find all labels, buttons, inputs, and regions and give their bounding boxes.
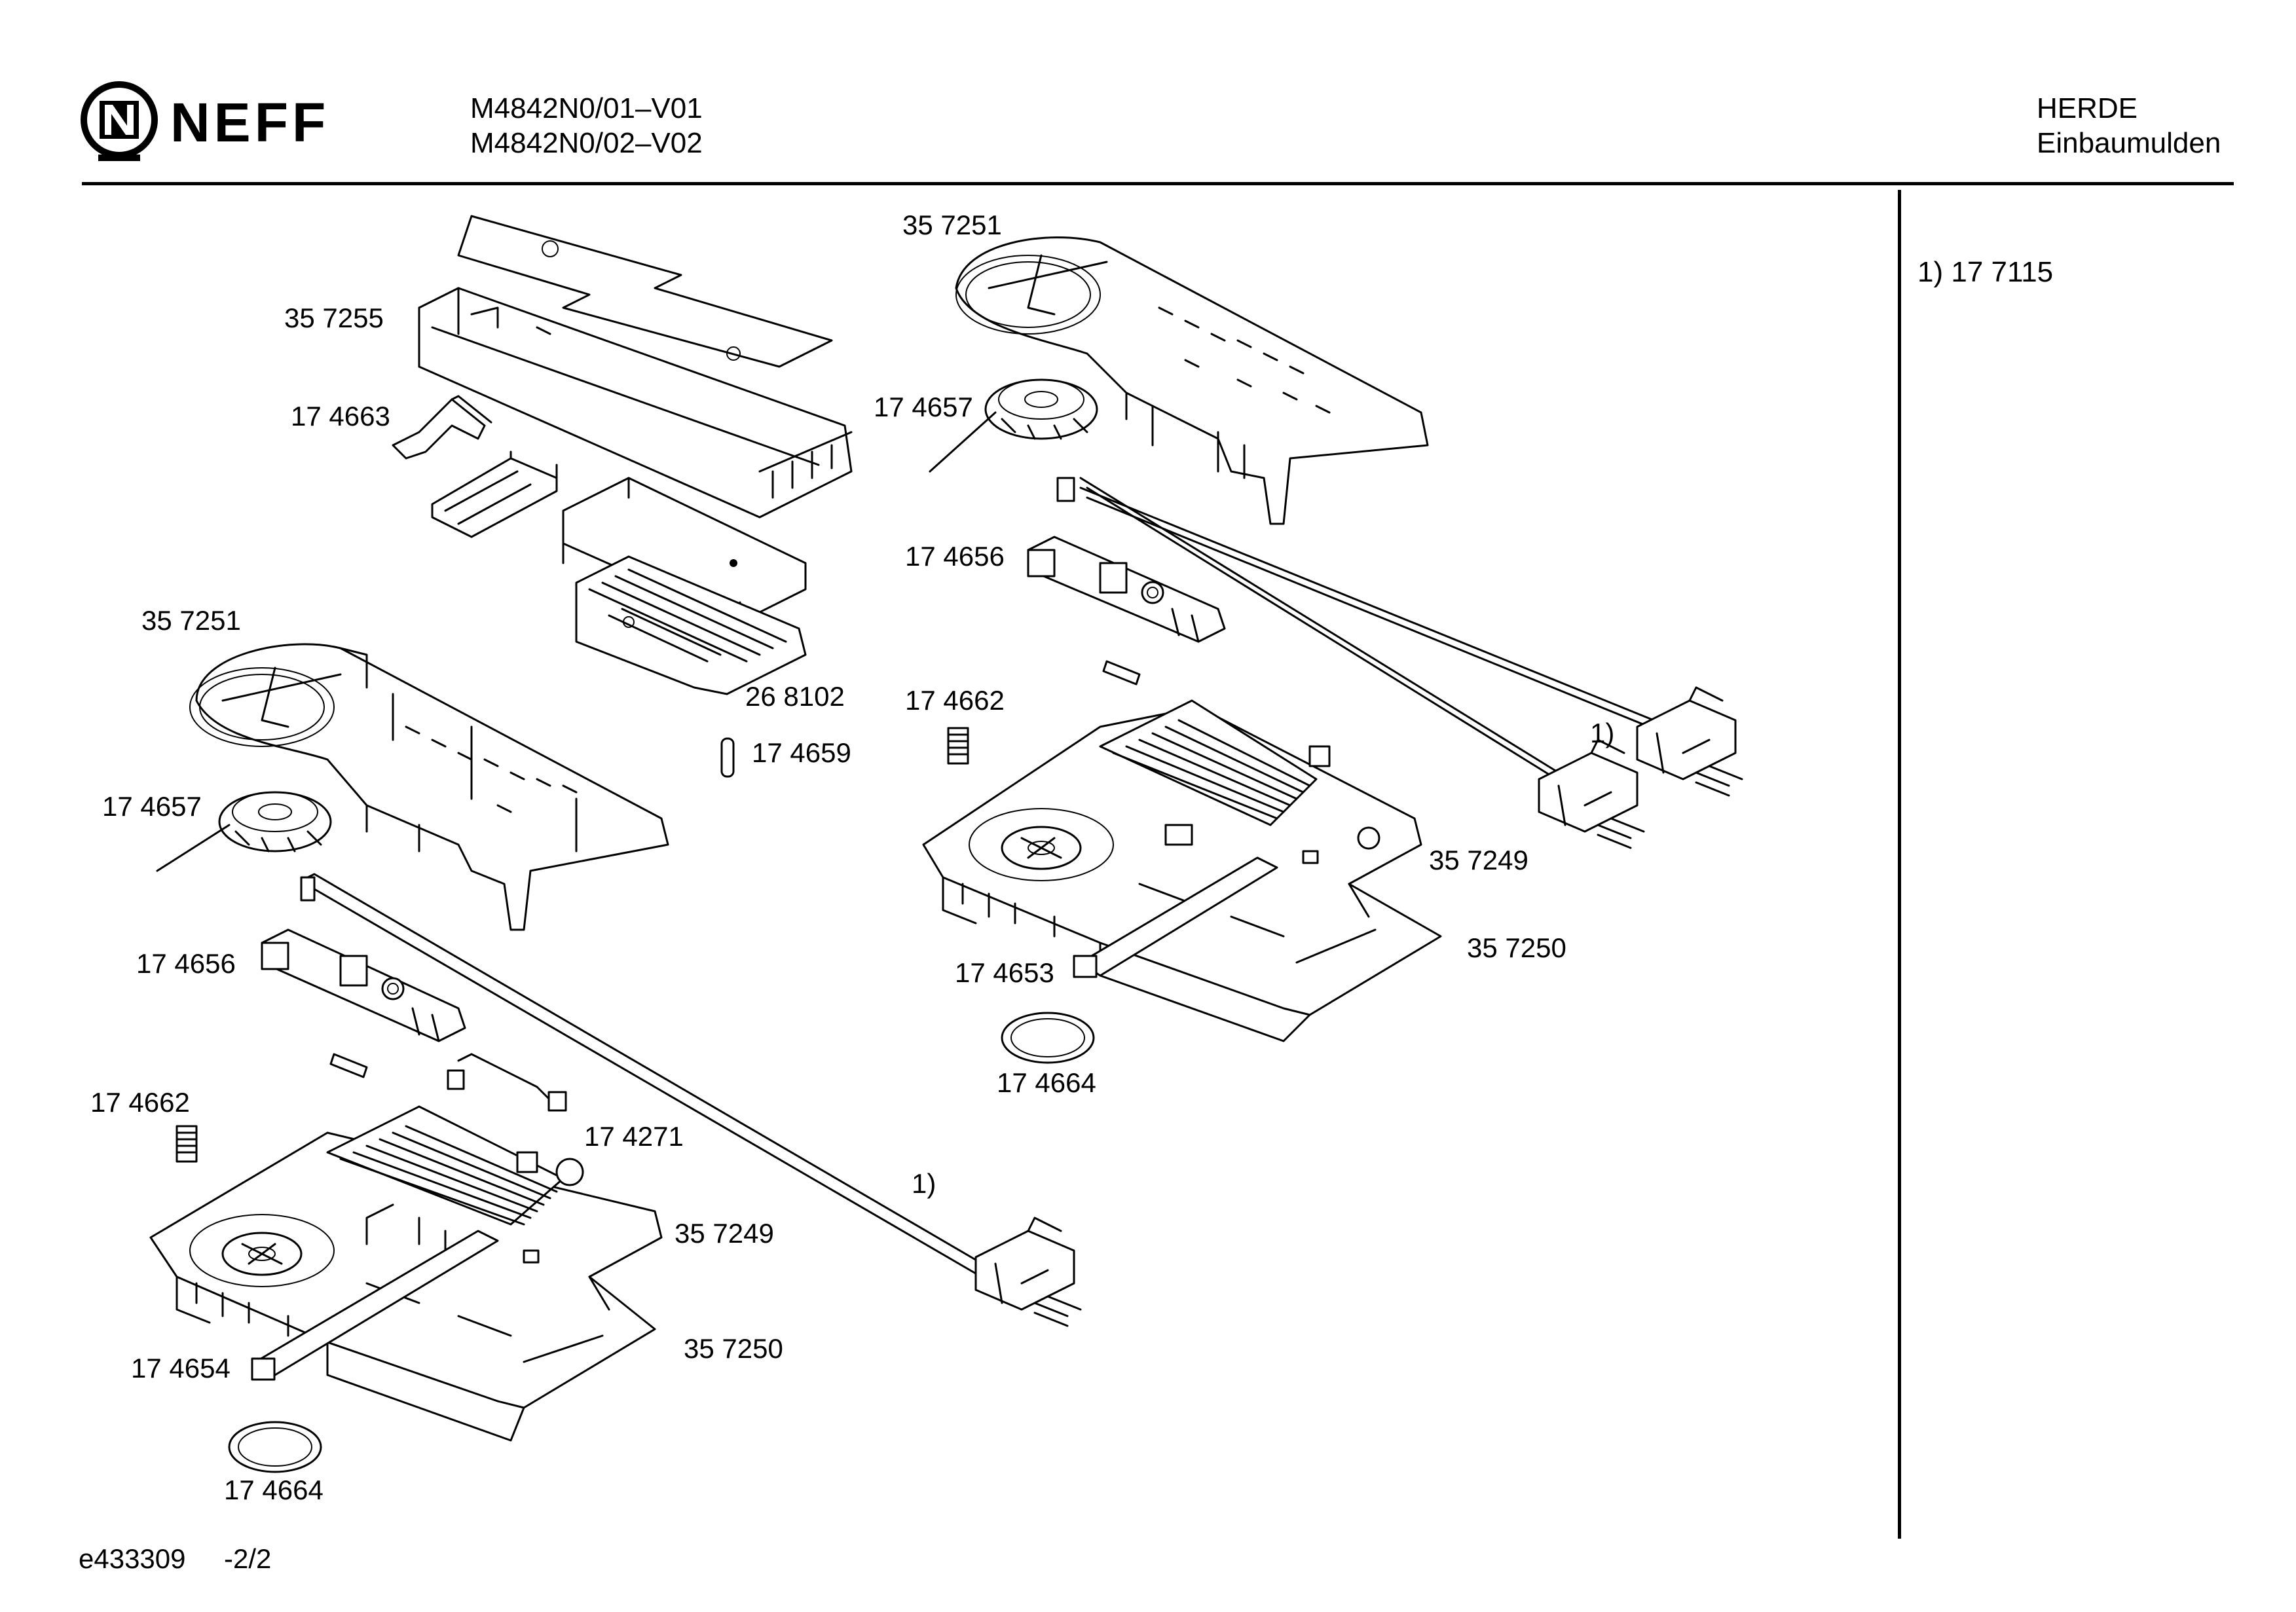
part-label: 17 4664 [224, 1475, 324, 1505]
part-label: 17 4657 [874, 392, 973, 422]
header-rule [82, 182, 2234, 185]
model-line-1: M4842N0/01–V01 [470, 92, 703, 124]
page-number: -2/2 [224, 1543, 272, 1574]
fuse-left [329, 1053, 368, 1078]
part-label: 17 4271 [584, 1121, 684, 1152]
side-column-divider [1898, 190, 1901, 1539]
sensor-board-left [261, 928, 466, 1042]
sensor-board-right [1027, 536, 1226, 643]
ribbon-cable-right [1073, 856, 1278, 978]
category-line-2: Einbaumulden [2037, 127, 2221, 159]
fan-left [156, 791, 332, 872]
connector-cable [447, 1053, 567, 1112]
exploded-view-drawing [149, 215, 1743, 1473]
ribbon-cable-left [251, 1230, 499, 1381]
model-line-2: M4842N0/02–V02 [470, 127, 703, 159]
terminal-connector-lower [974, 1217, 1082, 1327]
part-label: 35 7250 [684, 1333, 783, 1364]
part-label: 17 4659 [752, 737, 851, 768]
part-label: 17 4662 [90, 1087, 190, 1118]
fan-right [929, 378, 1098, 473]
part-label: 17 4662 [905, 685, 1005, 716]
category-line-1: HERDE [2037, 92, 2138, 124]
terminal-connector-right-a [1538, 739, 1645, 849]
spring-right [947, 727, 969, 765]
part-label: 1) [1590, 718, 1615, 748]
part-label: 35 7255 [284, 302, 384, 333]
housing-cover-part [418, 215, 853, 519]
cables-right [1056, 477, 1675, 784]
seal-ring-right [1001, 1012, 1095, 1064]
part-label: 17 4656 [136, 948, 236, 979]
part-label: 17 4654 [131, 1353, 231, 1383]
filter-box-part [562, 477, 807, 695]
seal-ring-left [228, 1421, 322, 1473]
bracket-part [431, 450, 558, 538]
terminal-connector-right-b [1636, 686, 1743, 797]
fuse-right [1102, 660, 1141, 686]
fan-housing-right [955, 236, 1429, 525]
part-label: 35 7249 [675, 1218, 774, 1249]
neff-logo: NEFF [79, 77, 347, 169]
fan-housing-left [189, 643, 669, 931]
part-label: 17 4664 [997, 1067, 1096, 1098]
part-label: 17 4663 [291, 401, 390, 431]
spring-left [176, 1125, 198, 1163]
cable-left [300, 873, 984, 1275]
pin-part [720, 737, 735, 778]
part-label: 35 7249 [1429, 845, 1528, 875]
power-module-right [922, 699, 1442, 1042]
neff-logo-icon: NEFF [81, 81, 329, 161]
svg-text:NEFF: NEFF [170, 92, 329, 153]
part-label: 35 7251 [902, 210, 1002, 240]
part-label: 35 7250 [1467, 932, 1566, 963]
side-note: 1) 17 7115 [1917, 256, 2054, 288]
part-label: 26 8102 [745, 681, 845, 712]
part-label: 35 7251 [141, 605, 241, 636]
power-module-left [149, 1105, 663, 1442]
part-label: 17 4657 [102, 791, 202, 822]
doc-id: e433309 [79, 1543, 186, 1574]
part-label: 1) [912, 1168, 936, 1199]
clip-part [392, 395, 492, 460]
part-label: 17 4656 [905, 541, 1005, 572]
part-label: 17 4653 [955, 957, 1054, 988]
